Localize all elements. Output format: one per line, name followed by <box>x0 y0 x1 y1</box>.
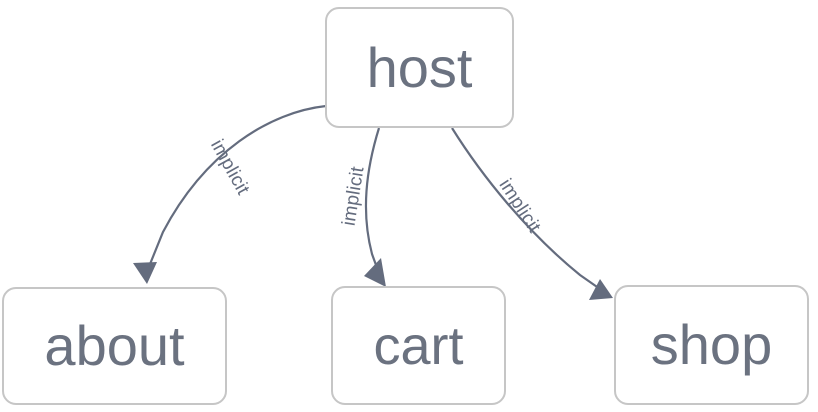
edge-host-shop-label: implicit <box>495 175 545 237</box>
edge-host-cart[interactable]: implicit <box>339 127 386 287</box>
node-shop[interactable]: shop <box>614 285 809 405</box>
edge-host-about[interactable]: implicit <box>133 104 327 284</box>
edge-host-about-arrowhead <box>133 262 157 284</box>
edge-host-shop-path <box>451 127 601 290</box>
node-shop-label: shop <box>650 313 773 376</box>
edge-host-about-path <box>144 104 327 275</box>
edge-host-shop[interactable]: implicit <box>451 127 613 300</box>
node-about-label: about <box>44 314 185 377</box>
node-cart-label: cart <box>373 315 464 376</box>
edge-host-cart-path <box>364 127 382 277</box>
edge-host-cart-label: implicit <box>339 165 369 228</box>
node-host[interactable]: host <box>325 7 514 128</box>
edge-host-about-label: implicit <box>206 136 254 199</box>
edge-host-shop-arrowhead <box>589 279 613 300</box>
node-about[interactable]: about <box>2 287 227 405</box>
edge-host-cart-arrowhead <box>364 258 386 287</box>
node-cart[interactable]: cart <box>331 286 506 405</box>
node-host-label: host <box>366 35 473 99</box>
